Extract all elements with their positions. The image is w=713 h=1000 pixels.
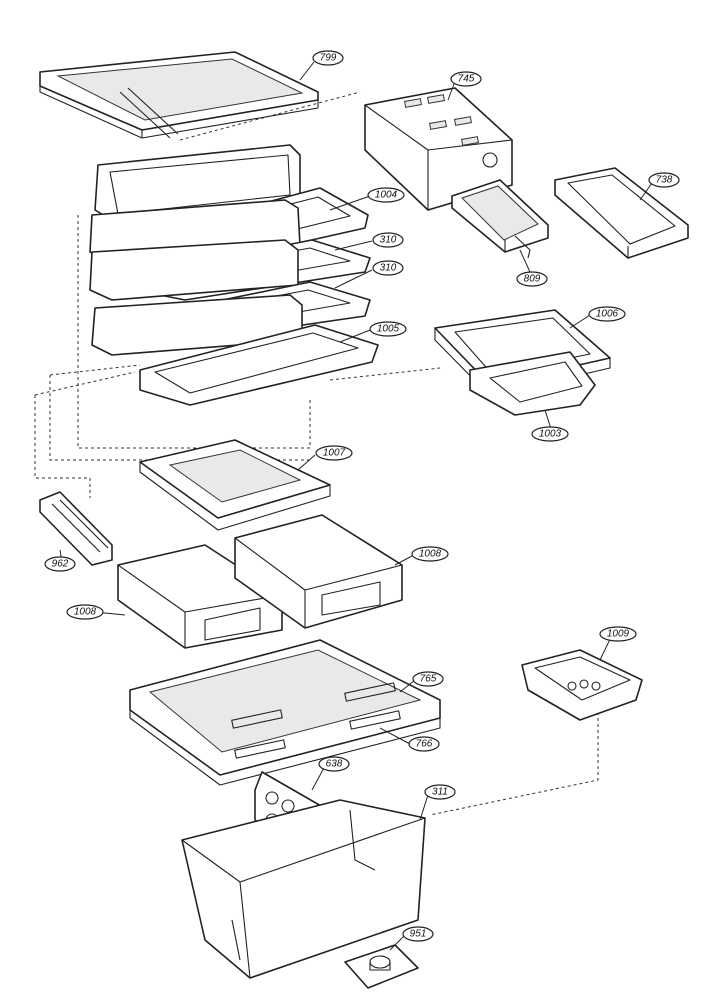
callout-799: 799: [312, 50, 344, 66]
callout-1003: 1003: [531, 426, 569, 442]
callout-1009-label: 1009: [607, 629, 630, 640]
callout-809-label: 809: [524, 274, 541, 285]
part-809-ice-tray: [451, 179, 549, 259]
callout-311: 311: [424, 784, 456, 800]
callout-1004-label: 1004: [375, 190, 398, 201]
callout-766-label: 766: [416, 739, 433, 750]
callout-765-label: 765: [420, 674, 437, 685]
callout-809: 809: [516, 271, 548, 287]
callout-1008-left: 1008: [66, 604, 104, 620]
callout-1006: 1006: [588, 306, 626, 322]
part-1005-shelf-frame: [91, 294, 379, 406]
callout-1008-left-label: 1008: [74, 607, 97, 618]
callout-310-upper-label: 310: [380, 235, 397, 246]
callout-745: 745: [450, 71, 482, 87]
callout-765: 765: [412, 671, 444, 687]
callout-1007-label: 1007: [323, 448, 346, 459]
callout-1003-label: 1003: [539, 429, 562, 440]
part-962-side-rail: [39, 491, 113, 566]
callout-951-label: 951: [410, 929, 427, 940]
callout-310-upper: 310: [372, 232, 404, 248]
callout-1008-right: 1008: [411, 546, 449, 562]
part-745-ice-maker-housing: [364, 87, 513, 211]
part-738-ice-bin: [554, 167, 689, 259]
callout-1008-right-label: 1008: [419, 549, 442, 560]
part-951-foot: [344, 944, 419, 989]
callout-962: 962: [44, 556, 76, 572]
callout-738-label: 738: [656, 175, 673, 186]
part-799-glass-shelf: [39, 51, 319, 139]
callout-638-label: 638: [326, 759, 343, 770]
part-311-crisper-bin: [181, 799, 426, 979]
callout-1005: 1005: [369, 321, 407, 337]
callout-311-label: 311: [432, 787, 448, 798]
callout-799-label: 799: [320, 53, 337, 64]
part-1007-drawer-cover-frame: [139, 439, 331, 531]
callout-951: 951: [402, 926, 434, 942]
callout-745-label: 745: [458, 74, 475, 85]
part-766-cover-vents: [231, 682, 401, 759]
callout-1009: 1009: [599, 626, 637, 642]
part-1003-compartment-tray: [469, 351, 596, 416]
callout-1005-label: 1005: [377, 324, 400, 335]
part-1008-drawer-right: [234, 514, 403, 629]
callout-1004: 1004: [367, 187, 405, 203]
callout-310-lower-label: 310: [380, 263, 397, 274]
callout-962-label: 962: [52, 559, 69, 570]
part-765-crisper-cover: [129, 639, 441, 786]
callout-766: 766: [408, 736, 440, 752]
callout-638: 638: [318, 756, 350, 772]
part-1009-small-bin: [521, 649, 643, 721]
callout-310-lower: 310: [372, 260, 404, 276]
callout-1006-label: 1006: [596, 309, 619, 320]
callout-738: 738: [648, 172, 680, 188]
callout-1007: 1007: [315, 445, 353, 461]
